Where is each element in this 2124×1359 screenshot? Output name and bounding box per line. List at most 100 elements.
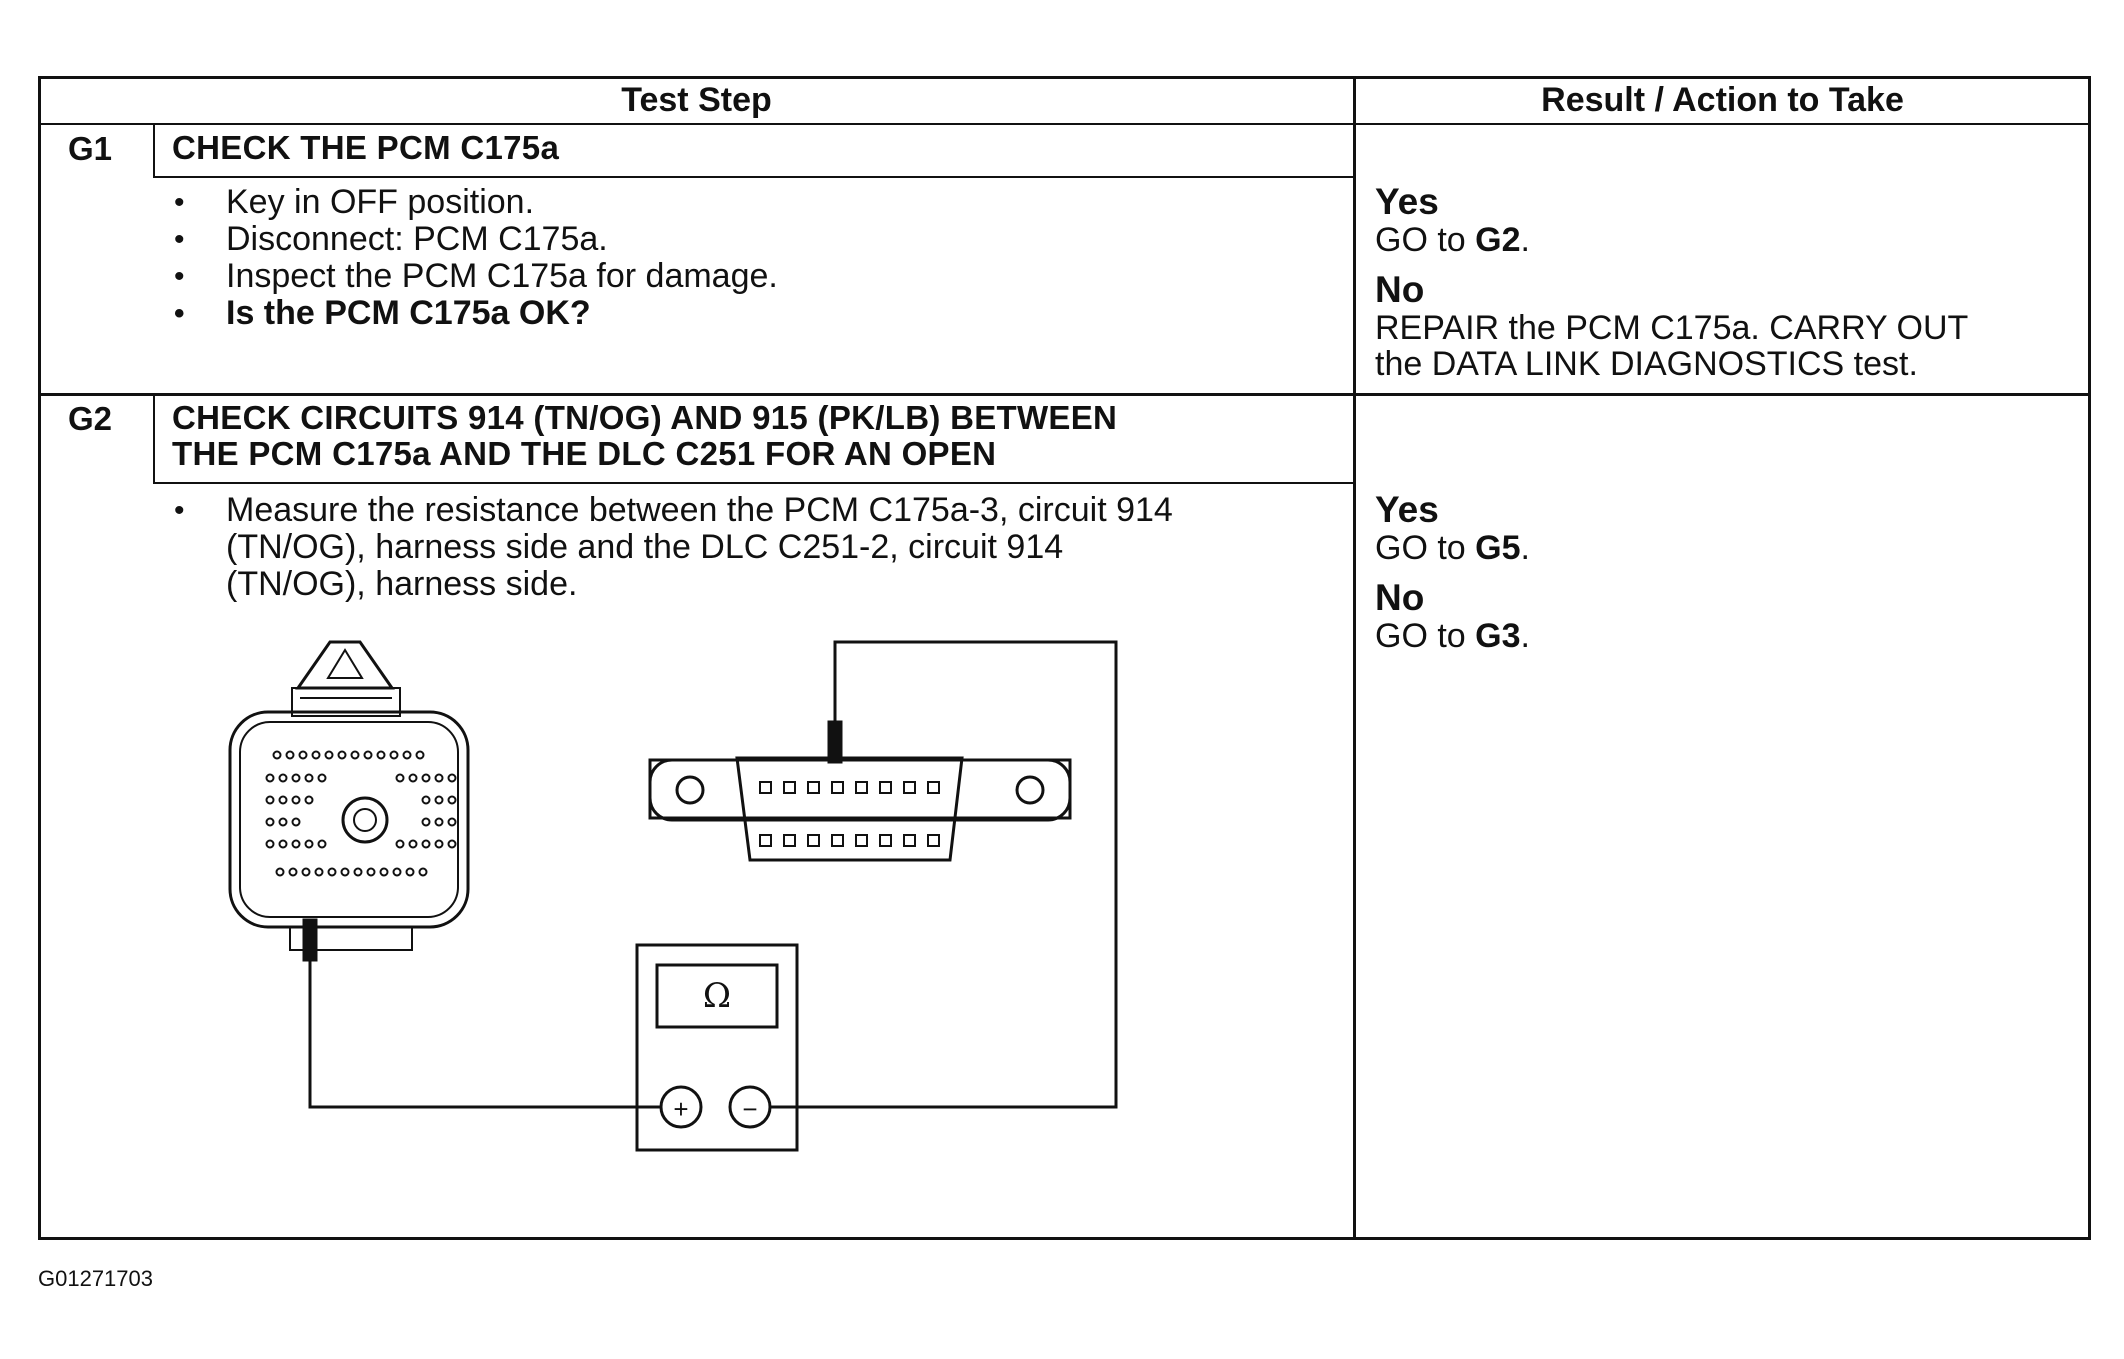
no-action: GO to G3.: [1375, 617, 1530, 655]
pcm-pin: [421, 795, 431, 805]
pcm-pin: [327, 867, 337, 877]
yes-action: GO to G2.: [1375, 221, 1530, 259]
pcm-pin: [402, 750, 412, 760]
pcm-pin: [265, 839, 275, 849]
pcm-pin: [304, 795, 314, 805]
g1-title-underline: [153, 176, 1355, 178]
dlc-pin: [927, 834, 940, 847]
header-divider: [38, 123, 2091, 125]
pcm-pin: [317, 839, 327, 849]
g1-result: Yes GO to G2. No REPAIR the PCM C175a. C…: [1375, 181, 1969, 383]
pcm-pin: [405, 867, 415, 877]
dlc-pin: [855, 834, 868, 847]
pcm-pin: [278, 795, 288, 805]
step-id-divider-g2: [153, 394, 155, 484]
pcm-pin: [340, 867, 350, 877]
pcm-pin: [434, 773, 444, 783]
pcm-pin: [408, 839, 418, 849]
row-separator: [38, 393, 2091, 396]
list-item: Key in OFF position.: [170, 184, 778, 222]
pcm-pin: [317, 773, 327, 783]
pcm-pin: [376, 750, 386, 760]
pcm-pin: [304, 773, 314, 783]
dlc-pin: [783, 781, 796, 794]
pcm-pin: [288, 867, 298, 877]
yes-action: GO to G5.: [1375, 529, 1530, 567]
dlc-pin: [759, 781, 772, 794]
header-result-action: Result / Action to Take: [1541, 81, 1904, 119]
pcm-pin: [392, 867, 402, 877]
pcm-pin: [434, 795, 444, 805]
pcm-pin: [298, 750, 308, 760]
dlc-pin: [831, 834, 844, 847]
dlc-pin: [855, 781, 868, 794]
dlc-pin: [831, 781, 844, 794]
yes-label: Yes: [1375, 181, 1439, 222]
pcm-pin: [415, 750, 425, 760]
pcm-pin: [324, 750, 334, 760]
step-title-g2: CHECK CIRCUITS 914 (TN/OG) AND 915 (PK/L…: [172, 399, 1118, 472]
test-step-table: [38, 76, 2091, 1240]
pcm-pin: [434, 817, 444, 827]
dlc-pin: [903, 781, 916, 794]
pcm-pin: [395, 839, 405, 849]
pcm-pin: [447, 839, 457, 849]
dlc-pin: [807, 781, 820, 794]
step-id-divider-g1: [153, 123, 155, 177]
question-item: Is the PCM C175a OK?: [170, 295, 778, 333]
pcm-pin: [265, 817, 275, 827]
step-id-g1: G1: [68, 130, 113, 167]
column-divider: [1353, 76, 1356, 1240]
pcm-pin: [314, 867, 324, 877]
pcm-pin: [389, 750, 399, 760]
header-test-step: Test Step: [621, 81, 772, 119]
pcm-pin: [363, 750, 373, 760]
goto-target-g2: G2: [1475, 221, 1521, 259]
pcm-pin: [291, 795, 301, 805]
list-item: Disconnect: PCM C175a.: [170, 221, 778, 259]
dlc-pin: [807, 834, 820, 847]
pcm-pin: [278, 773, 288, 783]
goto-target-g3: G3: [1475, 617, 1521, 655]
pcm-pin: [447, 817, 457, 827]
pcm-pin: [350, 750, 360, 760]
pcm-pin: [421, 839, 431, 849]
plus-terminal-label: +: [673, 1094, 688, 1124]
pcm-pin: [278, 817, 288, 827]
pcm-pin: [447, 773, 457, 783]
yes-label: Yes: [1375, 489, 1439, 530]
g1-instructions: Key in OFF position. Disconnect: PCM C17…: [170, 184, 778, 333]
pcm-pin: [353, 867, 363, 877]
step-title-g1: CHECK THE PCM C175a: [172, 129, 560, 166]
ohm-symbol: Ω: [703, 976, 731, 1016]
pcm-pin: [278, 839, 288, 849]
measurement-diagram: Ω + −: [228, 640, 1118, 1152]
minus-terminal-label: −: [742, 1094, 757, 1124]
test-lead-wires: [308, 640, 1118, 1109]
pcm-pin: [421, 773, 431, 783]
figure-code: G01271703: [38, 1266, 153, 1291]
list-item: Inspect the PCM C175a for damage.: [170, 258, 778, 296]
pcm-pin: [285, 750, 295, 760]
dlc-pin: [927, 781, 940, 794]
no-label: No: [1375, 269, 1425, 310]
dlc-pin: [879, 781, 892, 794]
list-item: Measure the resistance between the PCM C…: [170, 492, 1173, 603]
pcm-pin: [434, 839, 444, 849]
pcm-pin: [337, 750, 347, 760]
g2-instructions: Measure the resistance between the PCM C…: [170, 492, 1173, 603]
g2-result: Yes GO to G5. No GO to G3.: [1375, 490, 1530, 666]
pcm-pin: [311, 750, 321, 760]
no-label: No: [1375, 577, 1425, 618]
g2-title-underline: [153, 482, 1355, 484]
pcm-pin: [366, 867, 376, 877]
pcm-pin: [304, 839, 314, 849]
goto-target-g5: G5: [1475, 529, 1521, 567]
dlc-pin: [903, 834, 916, 847]
pcm-pin: [272, 750, 282, 760]
pcm-pin: [301, 867, 311, 877]
pcm-pin: [421, 817, 431, 827]
pcm-pin: [408, 773, 418, 783]
pcm-pin: [395, 773, 405, 783]
